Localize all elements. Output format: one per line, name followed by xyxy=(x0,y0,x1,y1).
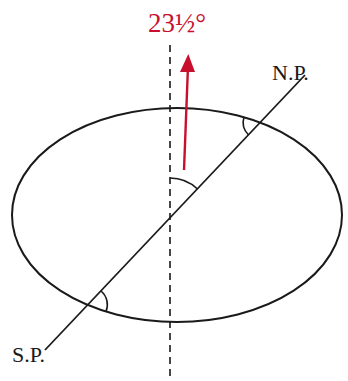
south-angle-arc xyxy=(101,291,107,312)
angle-label: 23½° xyxy=(148,10,206,37)
earth-outline xyxy=(12,108,342,322)
pole-label: N.P. xyxy=(272,62,309,84)
red-arrow xyxy=(184,66,188,170)
red-arrowhead xyxy=(180,54,195,72)
tilt-angle-arc xyxy=(170,178,198,189)
earth-axis xyxy=(45,75,305,350)
pole-label: S.P. xyxy=(12,344,45,366)
vertical-line xyxy=(169,45,171,376)
north-angle-arc xyxy=(243,117,248,135)
